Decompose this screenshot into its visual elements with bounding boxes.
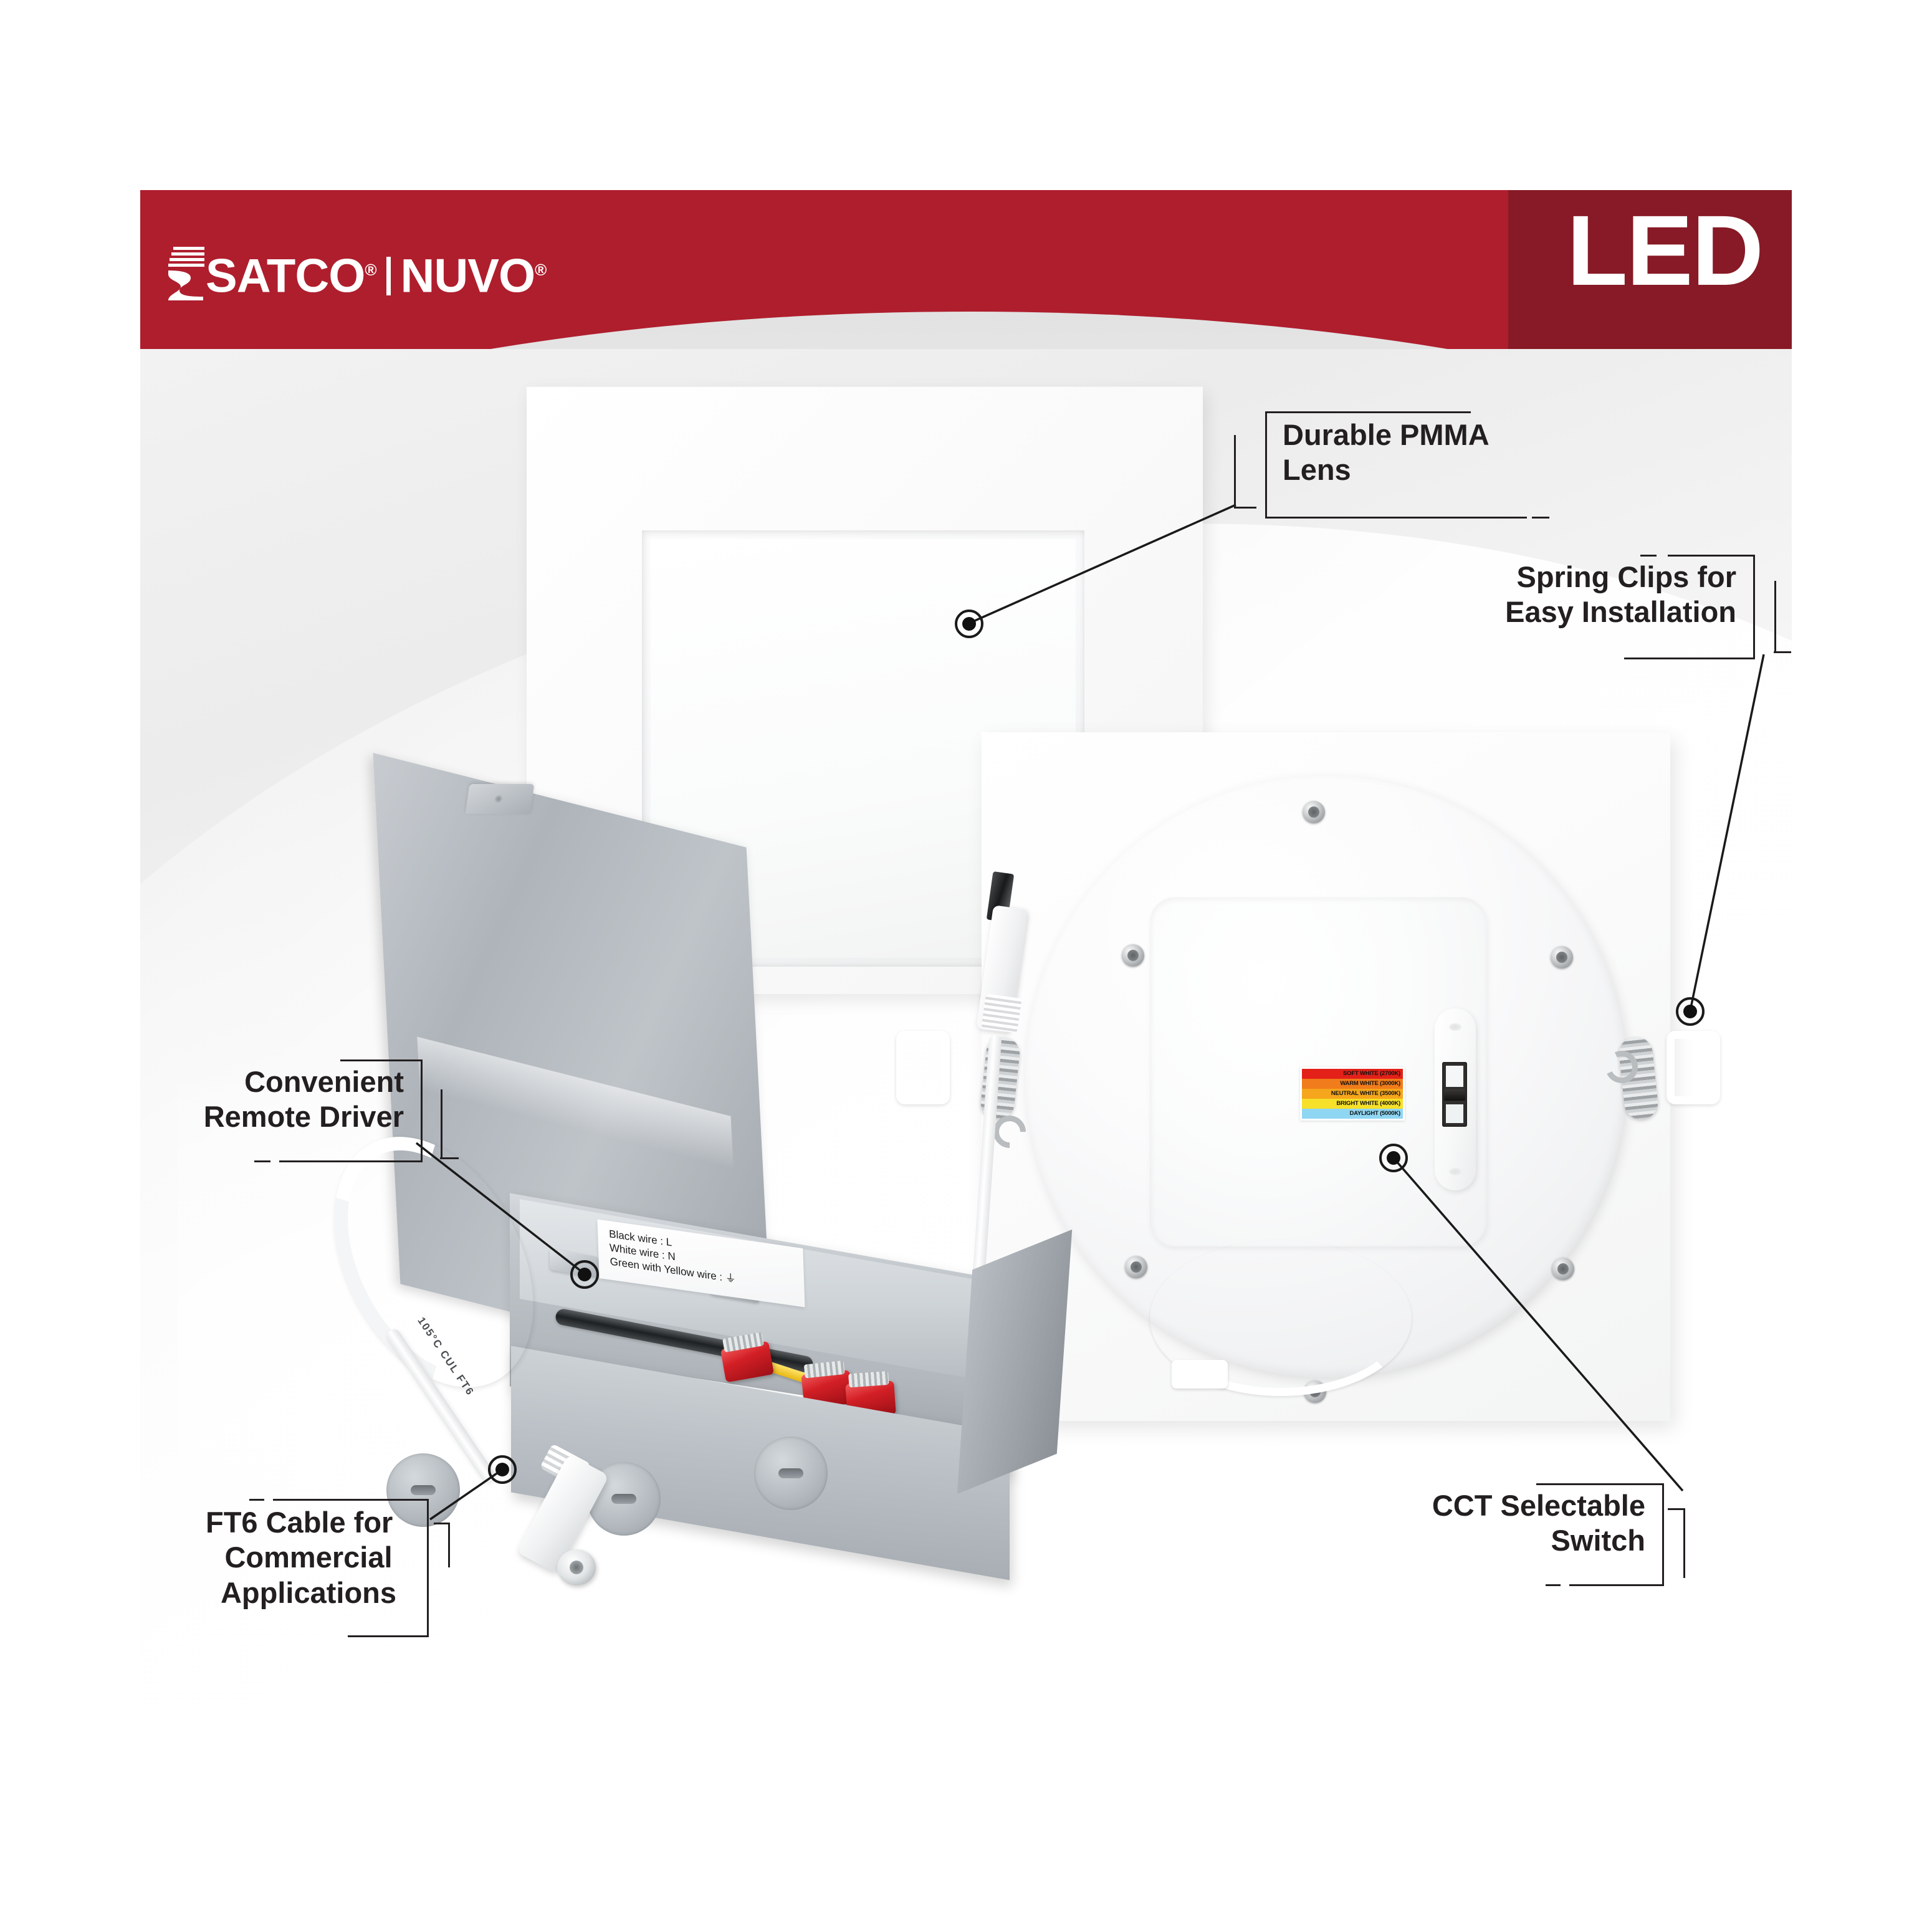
cct-row: NEUTRAL WHITE (3500K) [1302,1089,1403,1099]
logo-satco-reg: ® [365,260,376,279]
callout-line: Remote Driver [203,1100,404,1134]
satco-s-mark-icon [167,246,206,300]
spring-clip-right [1659,1022,1734,1116]
logo-nuvo: NUVO [400,249,536,303]
callout-line: Applications [220,1576,397,1609]
callout-durable-pmma-lens: Durable PMMA Lens [1234,411,1556,519]
category-label: LED [1567,194,1764,306]
cct-row: SOFT WHITE (2700K) [1302,1069,1403,1079]
logo-nuvo-reg: ® [535,260,547,279]
junction-box-side-wall [957,1229,1073,1494]
switch-window [1442,1062,1467,1127]
callout-dot-cct-switch [1379,1144,1408,1172]
callout-line: Easy Installation [1505,595,1736,629]
housing-screw [1552,1258,1574,1280]
junction-box-lid-tab [465,784,535,814]
wire-retention-clip [1172,1360,1228,1389]
vertical-bar-icon [386,257,391,296]
callout-spring-clips: Spring Clips for Easy Installation [1483,555,1791,659]
housing-screw [1122,944,1144,967]
callout-dot-pmma-lens [955,610,983,638]
callout-line: FT6 Cable for [206,1506,393,1539]
callout-convenient-remote-driver: Convenient Remote Driver [175,1059,459,1164]
callout-line: Commercial [224,1541,393,1574]
cct-row: WARM WHITE (3000K) [1302,1079,1403,1089]
callout-ft6-cable: FT6 Cable for Commercial Applications [181,1499,450,1641]
callout-dot-remote-driver [570,1260,599,1289]
knockout [754,1437,828,1510]
cct-row: DAYLIGHT (5000K) [1302,1109,1403,1119]
ft6-cable: 105°C CUL FT6 [294,1102,610,1585]
brand-logo: SATCO®NUVO® [167,244,547,303]
callout-line: Convenient [244,1065,404,1098]
housing-screw [1303,801,1325,823]
switch-slider[interactable] [1444,1089,1465,1101]
callout-cct-selectable-switch: CCT Selectable Switch [1396,1483,1685,1588]
cct-row: BRIGHT WHITE (4000K) [1302,1099,1403,1109]
callout-line: Switch [1551,1524,1645,1557]
cct-selectable-switch[interactable] [1435,1008,1476,1190]
housing-screw [1125,1256,1147,1278]
callout-dot-spring-clips [1676,997,1705,1026]
callout-line: CCT Selectable [1432,1489,1645,1522]
logo-satco: SATCO [206,249,365,303]
callout-dot-ft6-cable [488,1455,517,1484]
spring-clip-left [896,1022,971,1116]
callout-line: Spring Clips for [1516,560,1737,593]
callout-line: Lens [1283,453,1351,487]
ft6-cable-plug-tip [557,1549,596,1585]
cct-selection-label: SOFT WHITE (2700K) WARM WHITE (3000K) NE… [1300,1067,1405,1121]
housing-screw [1551,946,1573,968]
callout-line: Durable PMMA [1283,418,1490,451]
